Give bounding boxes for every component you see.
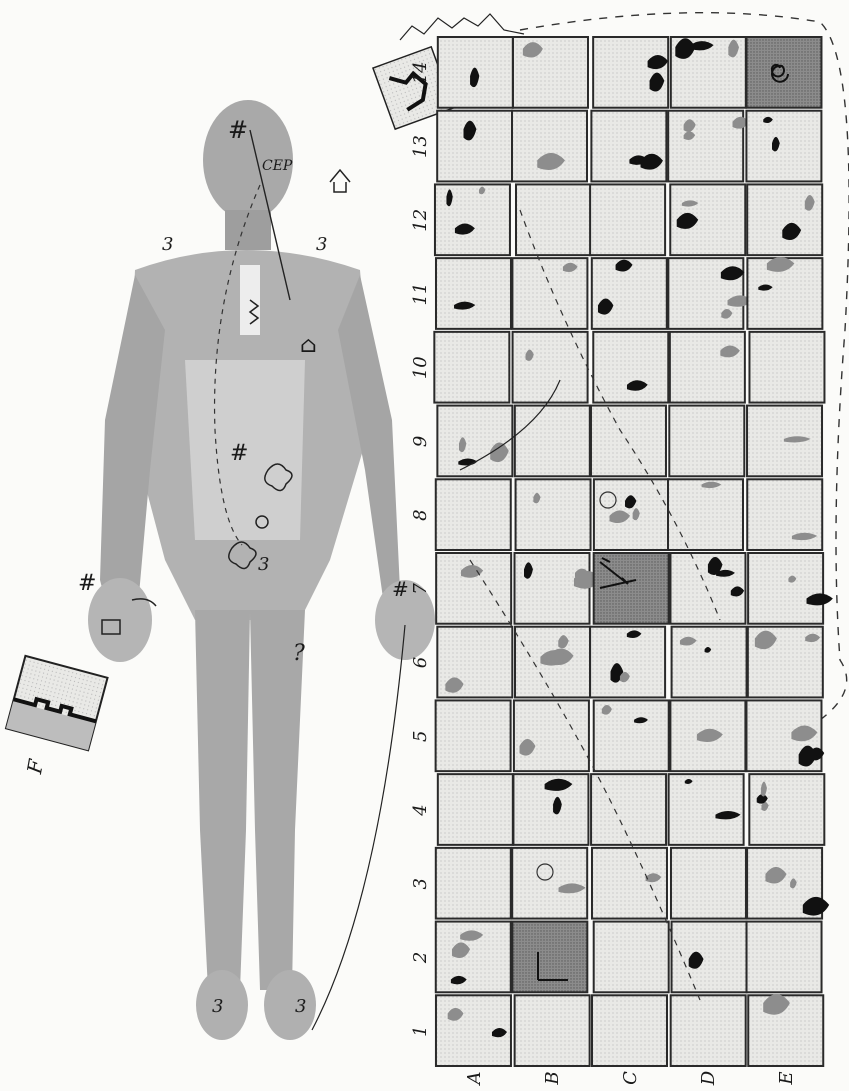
map-row-label: 4 [410, 804, 431, 816]
foot-mark-left: 3 [212, 996, 223, 1017]
right-hand-hash-mark: # [392, 577, 409, 601]
map-cell-A5 [436, 700, 511, 771]
map-cell-B10 [513, 332, 588, 403]
map-cell-C9 [591, 406, 666, 477]
map-column-label: D [698, 1070, 719, 1086]
map-row-label: 10 [410, 356, 431, 379]
map-cell-E12 [747, 184, 822, 255]
map-row-label: 3 [410, 878, 431, 889]
map-cell-A9 [437, 406, 512, 477]
map-row-label: 1 [410, 1025, 431, 1036]
map-row-label: 14 [410, 61, 431, 84]
tile-f [6, 656, 108, 750]
left-hand-hash-mark: # [78, 571, 96, 596]
map-cell-D8 [668, 479, 743, 550]
map-cell-B8 [516, 479, 591, 550]
map-cell-E2 [747, 922, 822, 993]
map-cell-A10 [434, 332, 509, 403]
map-cell-D1 [671, 995, 746, 1066]
map-cell-C14 [593, 37, 668, 108]
map-column-label: E [776, 1071, 797, 1085]
pelvis-mark: 3 [258, 554, 269, 575]
map-row-label: 11 [410, 283, 431, 306]
house-sketch-icon: ⌂ [300, 333, 317, 358]
map-cell-D10 [670, 332, 745, 403]
map-cell-B9 [515, 406, 590, 477]
map-cell-B2 [512, 922, 587, 993]
map-cell-A11 [436, 258, 511, 329]
map-cell-B3 [512, 848, 587, 919]
map-cell-C12 [590, 184, 665, 255]
map-cell-D13 [668, 111, 743, 182]
map-cell-A7 [436, 553, 511, 624]
map-cell-A3 [436, 848, 511, 919]
map-cell-B11 [512, 258, 587, 329]
tile-f-label: F [22, 757, 48, 777]
map-row-label: 12 [410, 209, 431, 232]
map-row-labels: 1234567891011121314 [410, 61, 431, 1036]
map-cell-B1 [515, 995, 590, 1066]
map-cell-E4 [749, 774, 824, 845]
head-hash-mark: # [228, 116, 248, 144]
map-cell-A13 [437, 111, 512, 182]
belly-hash-mark: # [230, 441, 248, 466]
shoulder-mark-right: 3 [316, 234, 327, 255]
map-cell-C13 [591, 111, 666, 182]
map-cell-B5 [514, 700, 589, 771]
map-row-label: 5 [410, 731, 431, 742]
map-cell-C10 [593, 332, 668, 403]
map-row-label: 8 [410, 509, 431, 520]
map-cell-A8 [436, 479, 511, 550]
map-cell-C1 [592, 995, 667, 1066]
map-row-label: 2 [410, 952, 431, 964]
shoulder-mark-left: 3 [162, 234, 173, 255]
map-column-labels: A B C D E [464, 1070, 797, 1086]
map-cell-A12 [435, 184, 510, 255]
house-sketch-icon [330, 170, 350, 192]
map-row-label: 9 [410, 436, 431, 447]
map-cell-D3 [671, 848, 746, 919]
map-cell-C4 [591, 774, 666, 845]
cep-label: CEP [262, 158, 293, 174]
foot-mark-right: 3 [295, 996, 306, 1017]
map-column-label: B [542, 1071, 563, 1085]
map-cell-C6 [590, 627, 665, 698]
map-column-label: A [464, 1072, 485, 1087]
map-cell-B7 [515, 553, 590, 624]
map-cell-B13 [512, 111, 587, 182]
map-cell-E10 [749, 332, 824, 403]
map-cell-E7 [748, 553, 823, 624]
map-column-label: C [620, 1071, 641, 1085]
map-cell-C7 [594, 553, 669, 624]
map-cell-E8 [747, 479, 822, 550]
map-cell-D6 [672, 627, 747, 698]
map-cell-D9 [669, 406, 744, 477]
map-row-label: 7 [410, 583, 431, 595]
leg-question-mark: ? [293, 641, 305, 666]
map-cell-B12 [516, 184, 591, 255]
map-cell-D4 [669, 774, 744, 845]
map-cell-E13 [746, 111, 821, 182]
map-row-label: 6 [410, 657, 431, 668]
map-cell-C3 [592, 848, 667, 919]
map-row-label: 13 [410, 135, 431, 158]
map-cell-C2 [594, 922, 669, 993]
leg-to-hand-line [312, 625, 405, 1030]
map-cell-D2 [672, 922, 747, 993]
map-cells [434, 37, 833, 1066]
map-cell-A4 [438, 774, 513, 845]
